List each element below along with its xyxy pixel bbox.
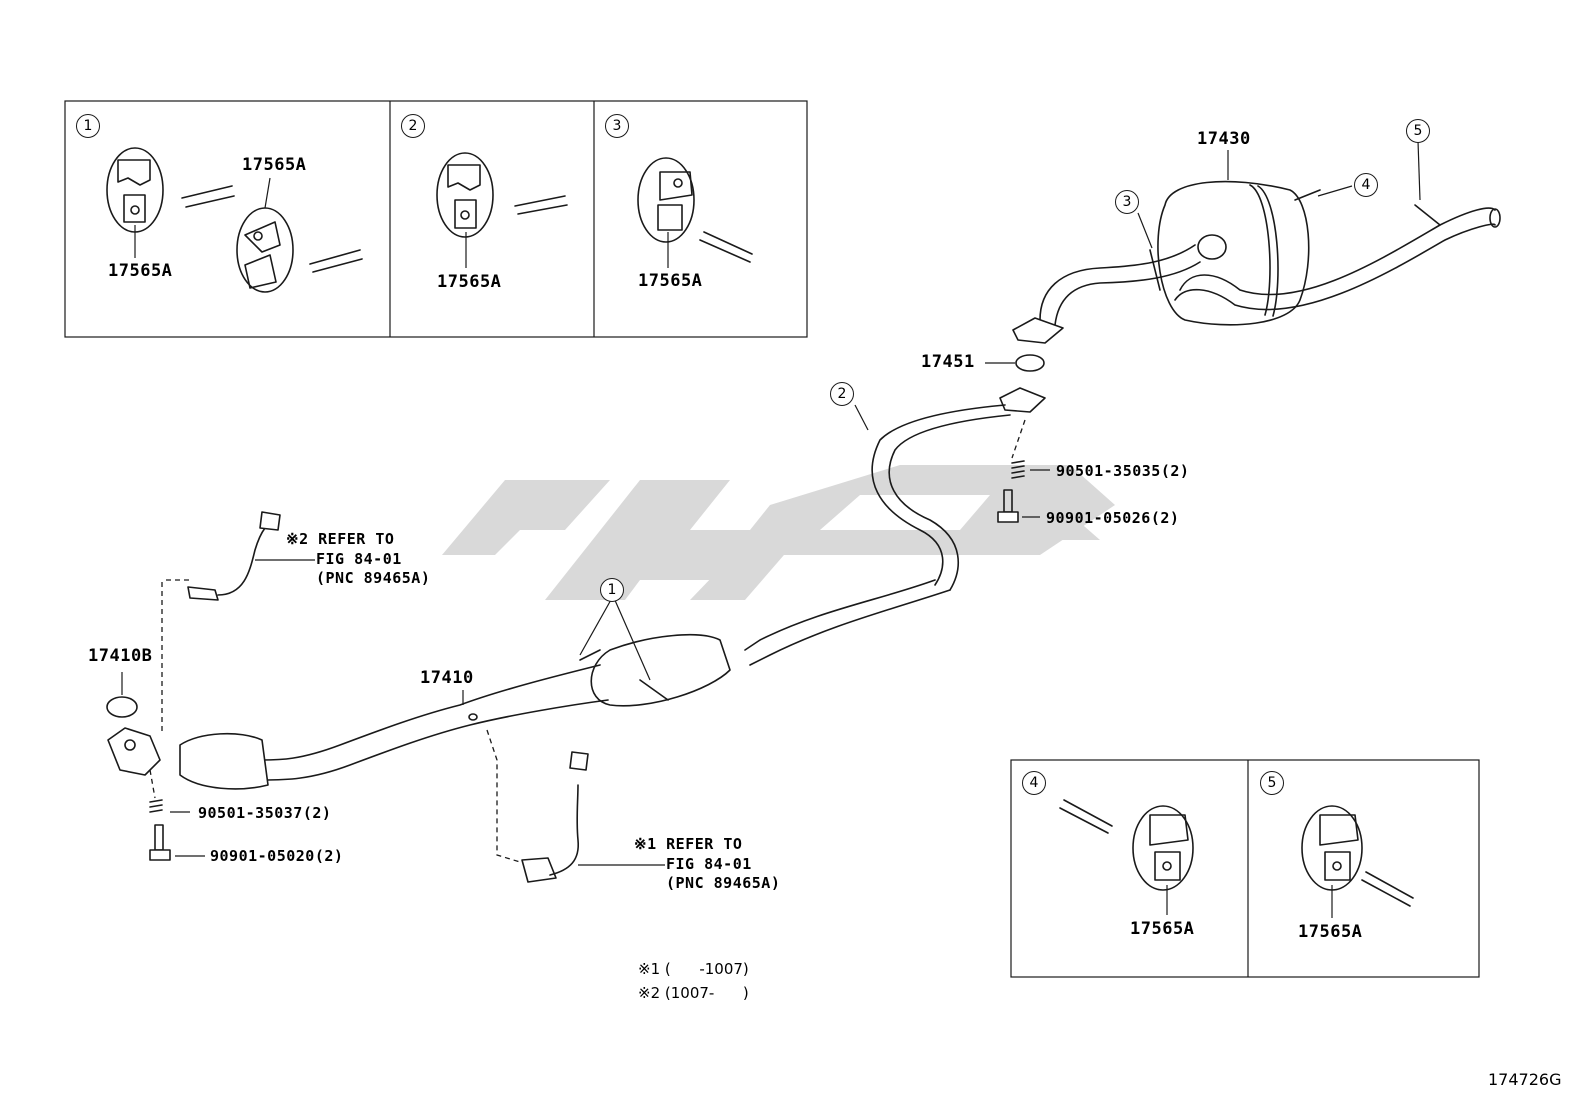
upper-sensor-ref: ※2 REFER TO FIG 84-01 (PNC 89465A) — [286, 530, 430, 589]
hanger-rubber-3 — [637, 157, 695, 243]
callout-4: 4 — [1354, 173, 1378, 197]
callout-1: 1 — [600, 578, 624, 602]
lower-oxygen-sensor — [521, 751, 589, 883]
hanger-rubber-5 — [1301, 805, 1363, 891]
watermark-logo — [442, 465, 1115, 600]
bolt-front — [149, 824, 171, 861]
part-17451-label: 17451 — [921, 352, 975, 372]
lower-ref-line3: (PNC 89465A) — [666, 874, 781, 892]
callout-5: 5 — [1406, 119, 1430, 143]
gasket-17410B — [106, 696, 138, 718]
lower-ref-line2: FIG 84-01 — [666, 854, 752, 873]
bolt-rear-label: 90901-05026(2) — [1046, 509, 1180, 527]
hanger-rubber-4 — [1132, 805, 1194, 891]
panel-callout-3: 3 — [605, 114, 629, 138]
panel-callout-4: 4 — [1022, 771, 1046, 795]
inset-frame-bottom — [1010, 759, 1480, 978]
bolt-rear — [997, 489, 1019, 523]
panel-2-part-label: 17565A — [437, 272, 502, 292]
panel-callout-5: 5 — [1260, 771, 1284, 795]
part-17410-label: 17410 — [420, 668, 474, 688]
upper-ref-line2: FIG 84-01 — [316, 549, 402, 568]
panel-4-part-label: 17565A — [1130, 919, 1195, 939]
footnote-2: ※2 (1007- ) — [638, 984, 749, 1002]
spring-front — [149, 799, 163, 813]
tail-pipe-muffler — [1012, 180, 1501, 344]
lower-sensor-ref: ※1 REFER TO FIG 84-01 (PNC 89465A) — [634, 835, 780, 894]
gasket-17451 — [1015, 354, 1045, 372]
lower-ref-line1: ※1 REFER TO — [634, 835, 743, 853]
panel-5-part-label: 17565A — [1298, 922, 1363, 942]
hanger-rubber-1a — [106, 147, 164, 233]
hanger-rubber-1b — [236, 207, 294, 293]
callout-3: 3 — [1115, 190, 1139, 214]
panel-3-part-label: 17565A — [638, 271, 703, 291]
spring-front-label: 90501-35037(2) — [198, 804, 332, 822]
spring-rear — [1011, 460, 1025, 479]
upper-ref-line3: (PNC 89465A) — [316, 569, 431, 587]
callout-2: 2 — [830, 382, 854, 406]
part-17410B-label: 17410B — [88, 646, 153, 666]
spring-rear-label: 90501-35035(2) — [1056, 462, 1190, 480]
front-pipe — [107, 387, 1046, 790]
panel-1-part-label-second: 17565A — [242, 155, 307, 175]
upper-oxygen-sensor — [187, 511, 281, 601]
bolt-front-label: 90901-05020(2) — [210, 847, 344, 865]
footnote-1: ※1 ( -1007) — [638, 960, 749, 978]
panel-callout-1: 1 — [76, 114, 100, 138]
panel-callout-2: 2 — [401, 114, 425, 138]
upper-ref-line1: ※2 REFER TO — [286, 530, 395, 548]
part-17430-label: 17430 — [1197, 129, 1251, 149]
inset-frame-top — [64, 100, 808, 338]
diagram-id: 174726G — [1488, 1070, 1562, 1089]
panel-1-part-label: 17565A — [108, 261, 173, 281]
hanger-rubber-2 — [436, 152, 494, 238]
